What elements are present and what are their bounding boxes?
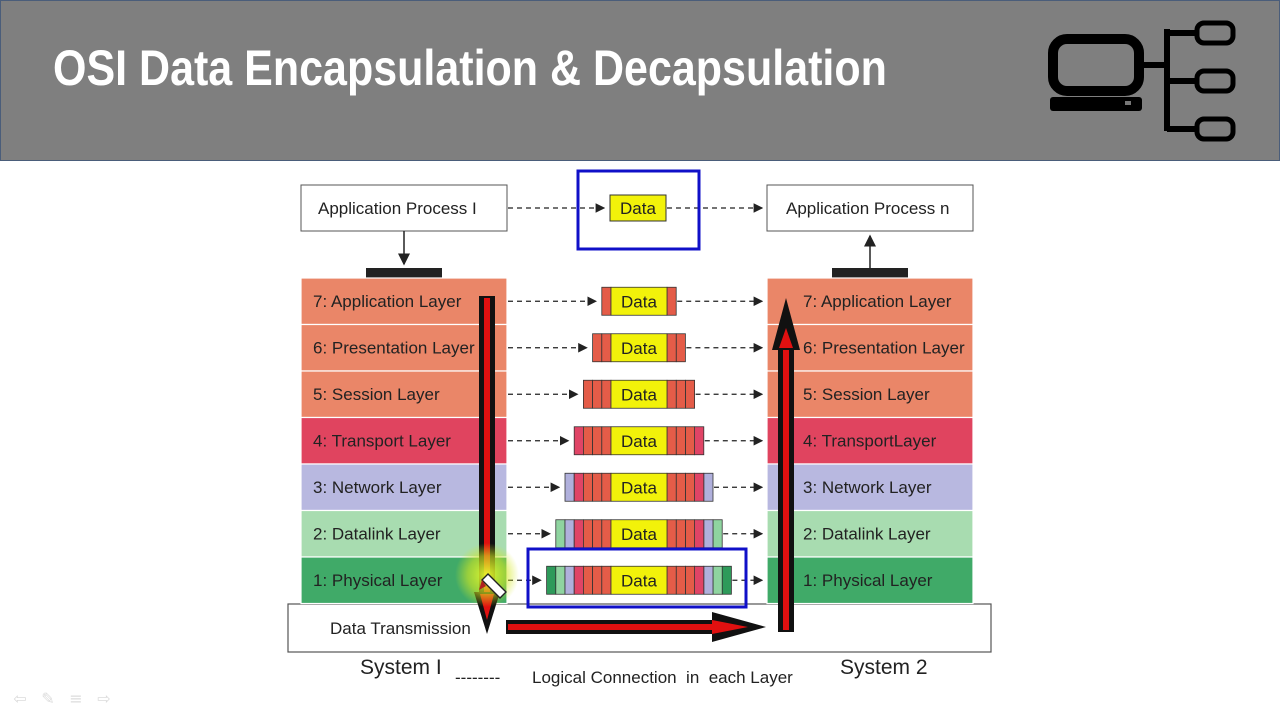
back-arrow-icon[interactable]: ⇦ [13,689,27,708]
packet-layer-4: Data [508,426,764,456]
packet-data-label: Data [621,571,657,590]
left-layer-6 [300,323,508,372]
right-layer-label-7: 7: Application Layer [803,292,952,311]
system-right-label: System 2 [840,656,928,679]
app-process-right-box [766,184,974,232]
network-computer-icon [1048,20,1236,142]
packet-data-label: Data [621,292,657,311]
left-layer-label-3: 3: Network Layer [313,478,442,497]
left-layer-5 [300,370,508,419]
packet-layer-6: Data [508,333,764,363]
right-layer-1 [766,556,974,605]
left-layer-4 [300,416,508,465]
right-layer-2 [766,509,974,558]
slide-header: OSI Data Encapsulation & Decapsulation [0,0,1280,161]
top-data-packet [609,194,667,222]
stack-connector-right [832,268,908,278]
right-layer-6 [766,323,974,372]
right-layer-label-2: 2: Datalink Layer [803,525,931,544]
system-left-label: System I [360,656,442,679]
menu-icon[interactable]: ≡ [69,689,83,708]
left-layer-label-6: 6: Presentation Layer [313,339,475,358]
right-layer-label-1: 1: Physical Layer [803,571,933,590]
right-layer-label-4: 4: TransportLayer [803,432,937,451]
forward-arrow-icon[interactable]: ⇨ [97,689,111,708]
left-layer-3 [300,463,508,512]
top-data-highlight [576,169,701,251]
packet-layer-7: Data [508,286,764,316]
packet-data-label: Data [621,478,657,497]
stack-connector-left [366,268,442,278]
right-layer-label-6: 6: Presentation Layer [803,339,965,358]
right-layer-4 [766,416,974,465]
packet-layer-5: Data [508,379,764,409]
left-layer-label-4: 4: Transport Layer [313,432,451,451]
packet-data-label: Data [621,525,657,544]
pen-cursor-icon [479,573,507,599]
left-layer-label-7: 7: Application Layer [313,292,462,311]
left-layer-7 [300,277,508,326]
right-layer-7 [766,277,974,326]
top-data-label: Data [620,199,656,218]
left-layer-label-1: 1: Physical Layer [313,571,443,590]
legend-dashes: -------- [455,668,500,687]
slide-title: OSI Data Encapsulation & Decapsulation [53,40,887,96]
left-layer-label-2: 2: Datalink Layer [313,525,441,544]
packet-layer-2: Data [508,519,764,549]
left-layer-label-5: 5: Session Layer [313,385,440,404]
data-transmission-label: Data Transmission [330,619,471,638]
right-layer-3 [766,463,974,512]
packet-data-label: Data [621,432,657,451]
right-layer-label-5: 5: Session Layer [803,385,930,404]
legend-text: Logical Connection in each Layer [532,668,793,687]
packet-data-label: Data [621,385,657,404]
pen-icon[interactable]: ✎ [41,689,55,708]
right-layer-label-3: 3: Network Layer [803,478,932,497]
app-process-right-label: Application Process n [786,199,949,218]
packet-layer-1: Data [508,565,764,595]
packet-layer-3: Data [508,472,764,502]
slide-nav: ⇦ ✎ ≡ ⇨ [10,690,114,708]
app-process-left-box [300,184,508,232]
packet-data-label: Data [621,339,657,358]
physical-packet-highlight [526,547,748,609]
app-process-left-label: Application Process I [318,199,477,218]
